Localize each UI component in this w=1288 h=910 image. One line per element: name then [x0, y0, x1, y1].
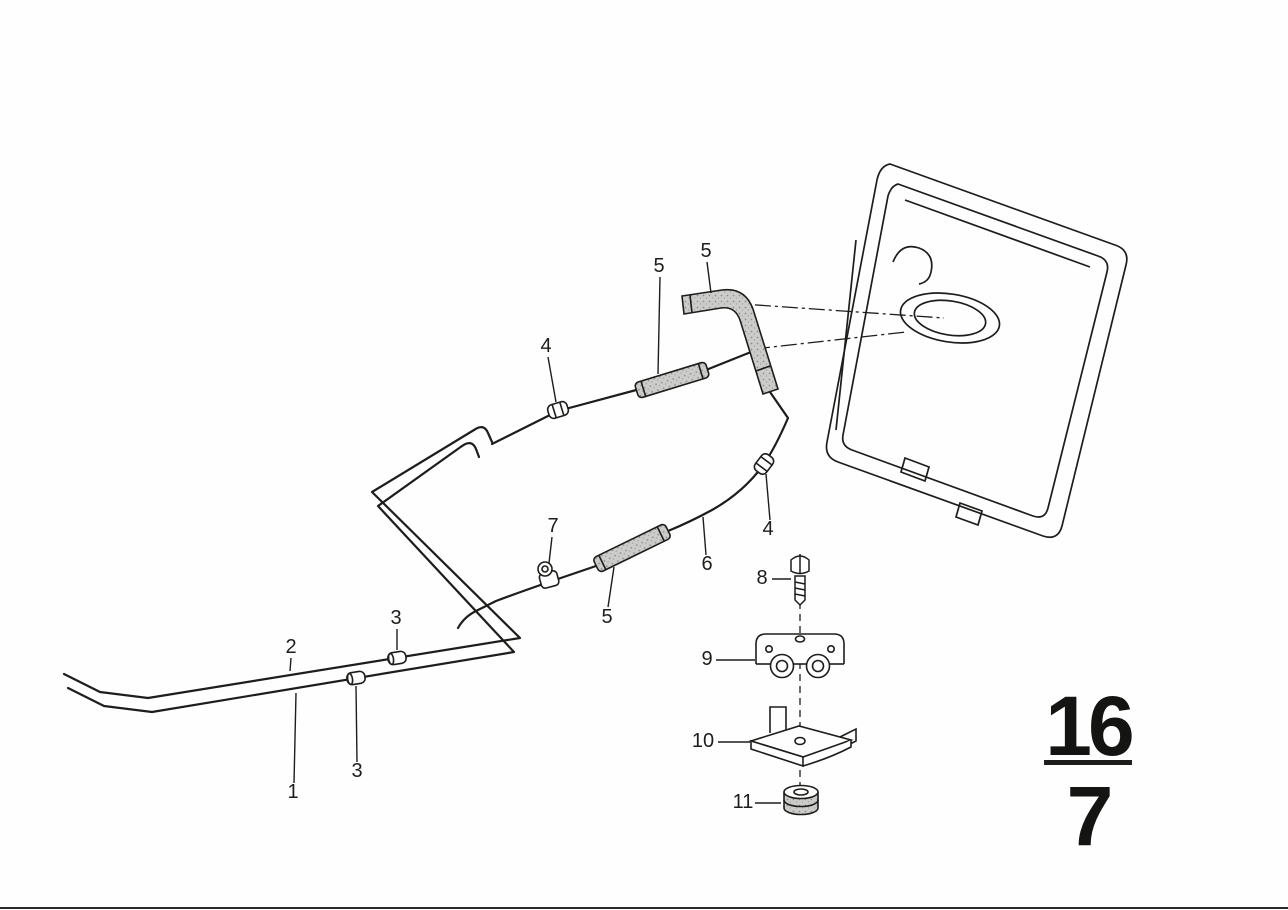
fuel-hose-elbow — [681, 288, 779, 396]
callout-3-lower[interactable]: 3 — [351, 760, 362, 782]
callout-leader-1 — [293, 692, 297, 784]
fuel-pipe-1-end-fitting — [460, 442, 481, 459]
screw-8 — [790, 554, 810, 607]
callout-leader-3b — [355, 685, 358, 763]
callout-9[interactable]: 9 — [701, 648, 712, 670]
fuel-tank-top-seam — [904, 199, 1091, 268]
callout-6[interactable]: 6 — [701, 553, 712, 575]
callout-leader-5c — [607, 566, 615, 608]
callout-5-top-right[interactable]: 5 — [700, 240, 711, 262]
filler-vent-pipe — [892, 245, 933, 285]
bracket-10 — [748, 706, 857, 768]
section-fraction-bar — [1044, 760, 1132, 765]
fuel-hose-lower — [593, 523, 671, 573]
grommet-3-upper — [387, 650, 407, 666]
pipe-clip-7 — [537, 561, 560, 589]
callout-1[interactable]: 1 — [287, 781, 298, 803]
callout-8[interactable]: 8 — [756, 567, 767, 589]
page-number: 7 — [1067, 769, 1111, 863]
callout-11[interactable]: 11 — [733, 791, 754, 813]
leader-to-filler-lower — [753, 331, 907, 350]
pipe-clamp-9 — [755, 633, 845, 679]
return-pipe-6 — [666, 390, 790, 533]
callout-leader-4a — [547, 356, 557, 403]
callout-10[interactable]: 10 — [692, 730, 714, 752]
callout-leader-6 — [702, 516, 707, 556]
fuel-tank-outline — [825, 163, 1128, 539]
fuel-tank-left-seam — [835, 239, 857, 431]
fuel-pipe-1 — [66, 444, 516, 714]
callout-leader-5a — [657, 276, 661, 375]
fuel-pipe-2-end-fitting — [472, 426, 494, 444]
leader-to-filler-upper — [727, 302, 945, 319]
rubber-grommet-11 — [783, 784, 819, 816]
return-pipe-6-left — [456, 564, 598, 630]
fuel-tank — [825, 163, 1128, 539]
callout-leader-5b — [706, 261, 712, 294]
feed-pipe-after-hose — [704, 348, 758, 372]
callout-3-upper[interactable]: 3 — [390, 607, 401, 629]
callout-leader-2 — [289, 657, 292, 672]
callout-4-right[interactable]: 4 — [762, 518, 773, 540]
grommet-3-lower — [346, 670, 366, 686]
fuel-pipe-2 — [62, 428, 522, 700]
filler-opening-outer — [899, 292, 1001, 344]
page-edge-line — [0, 907, 1288, 909]
fuel-hose-upper — [634, 361, 710, 399]
callout-5-top-left[interactable]: 5 — [653, 255, 664, 277]
callout-5-bottom[interactable]: 5 — [601, 606, 612, 628]
hose-clamp-4-left — [546, 400, 570, 420]
callout-leader-4b — [765, 473, 771, 521]
hose-clamp-4-right — [753, 453, 775, 475]
filler-opening-inner — [913, 299, 987, 337]
callout-4-left[interactable]: 4 — [540, 335, 551, 357]
callout-leader-7 — [548, 536, 553, 564]
callout-2[interactable]: 2 — [285, 636, 296, 658]
callout-7[interactable]: 7 — [547, 515, 558, 537]
tank-foot-center — [954, 501, 984, 527]
section-number: 16 — [1045, 679, 1132, 773]
tank-foot-left — [899, 456, 931, 483]
alignment-leader-lines — [727, 302, 945, 350]
fuel-tank-inner-outline — [841, 183, 1109, 518]
section-badge: 16 7 — [1044, 679, 1136, 863]
